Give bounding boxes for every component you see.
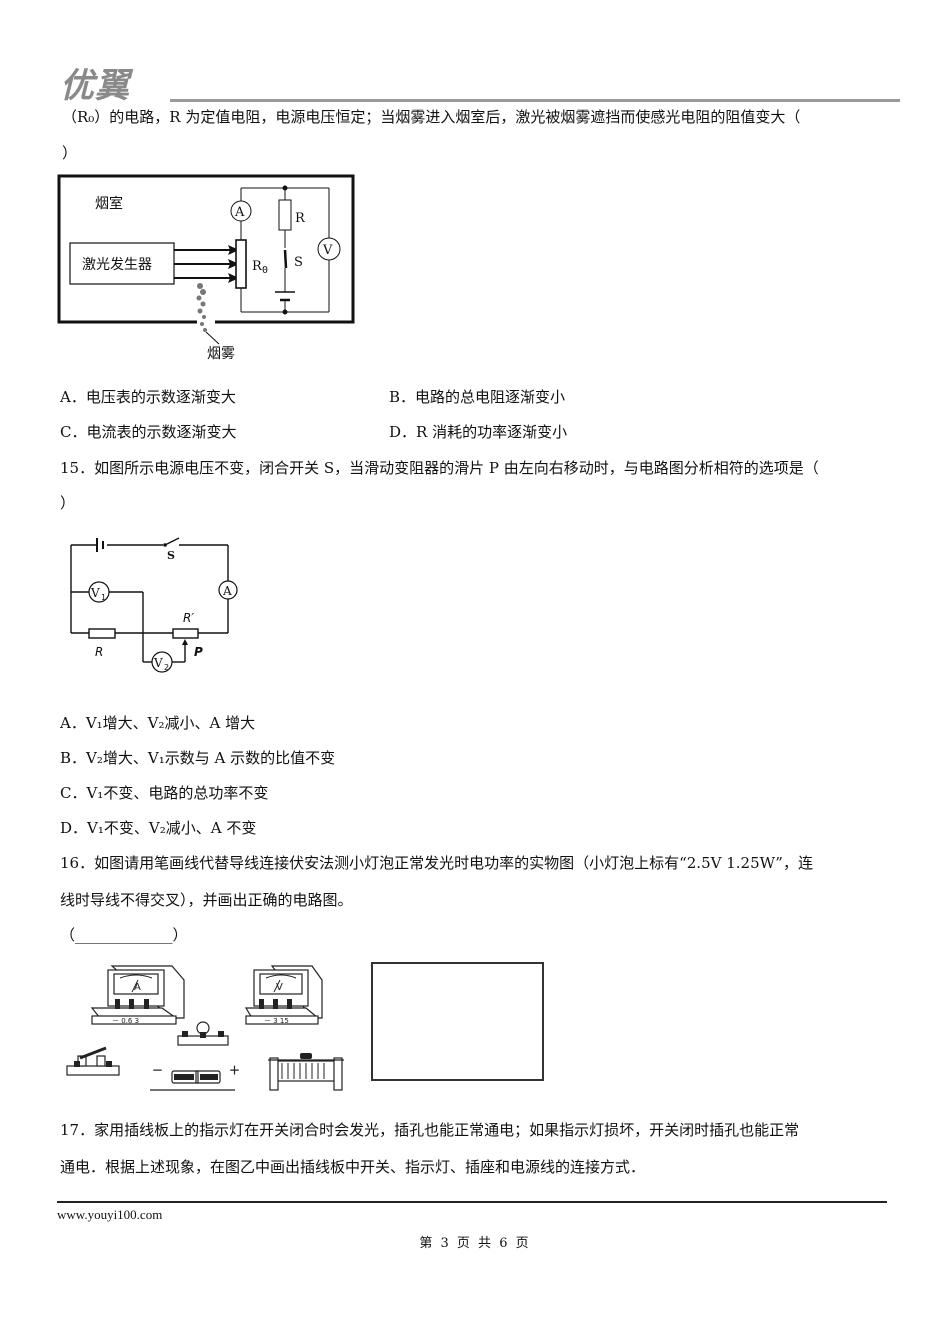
svg-text:R′: R′ (183, 611, 194, 625)
q16-answer-blank[interactable]: （_____________） (60, 926, 188, 944)
footer-website-link[interactable]: www.youyi100.com (57, 1207, 163, 1222)
svg-text:V: V (153, 656, 163, 670)
q17-stem-line1: 17．家用插线板上的指示灯在开关闭合时会发光，插孔也能正常通电；如果指示灯损坏，… (60, 1121, 800, 1139)
svg-text:A: A (222, 584, 232, 598)
page-number: 第 3 页 共 6 页 (419, 1236, 531, 1251)
svg-text:S: S (167, 549, 175, 562)
q14-stem-line2: ） (62, 144, 78, 162)
svg-text:R: R (95, 645, 103, 659)
svg-text:0: 0 (262, 265, 268, 276)
svg-text:激光发生器: 激光发生器 (82, 256, 152, 273)
brand-logo: 优翼 (60, 66, 190, 106)
svg-text:A: A (234, 205, 245, 220)
q14-option-b: B．电路的总电阻逐渐变小 (389, 388, 566, 406)
q16-stem-line1: 16．如图请用笔画线代替导线连接伏安法测小灯泡正常发光时电功率的实物图（小灯泡上… (60, 854, 813, 872)
svg-text:V: V (276, 982, 283, 993)
q15-option-a: A．V₁增大、V₂减小、A 增大 (60, 714, 256, 732)
q14-smoke-detector-circuit-figure: 烟室 激光发生器 烟雾 (57, 174, 357, 364)
svg-text:R: R (295, 211, 306, 226)
q15-stem-line2: ） (60, 494, 76, 512)
circuit-diagram-drawing-box[interactable] (371, 962, 544, 1081)
svg-text:2: 2 (164, 663, 169, 672)
voltmeter-scale: － 3 15 (264, 1017, 289, 1025)
svg-text:V: V (322, 243, 333, 258)
q17-stem-line2: 通电．根据上述现象，在图乙中画出插线板中开关、指示灯、插座和电源线的连接方式． (60, 1158, 646, 1176)
svg-text:P: P (194, 645, 203, 659)
q15-option-b: B．V₂增大、V₁示数与 A 示数的比值不变 (60, 749, 336, 767)
logo-text: 优翼 (60, 66, 130, 106)
svg-text:1: 1 (101, 593, 106, 602)
q15-option-d: D．V₁不变、V₂减小、A 不变 (60, 819, 257, 837)
svg-text:R: R (252, 259, 263, 274)
q14-option-c: C．电流表的示数逐渐变大 (60, 423, 237, 441)
svg-text:A: A (134, 982, 141, 993)
ammeter-scale: － 0.6 3 (112, 1017, 139, 1025)
header-divider (170, 99, 900, 102)
svg-text:S: S (294, 255, 303, 270)
q15-stem-line1: 15．如图所示电源电压不变，闭合开关 S，当滑动变阻器的滑片 P 由左向右移动时… (60, 459, 819, 477)
svg-text:V: V (90, 586, 100, 600)
svg-text:＋: ＋ (229, 1064, 240, 1077)
q16-apparatus-figure: A V － 0.6 3 － 3 15 － ＋ (60, 958, 360, 1098)
footer-divider (57, 1201, 887, 1203)
room-label: 烟室 (95, 195, 123, 212)
q15-rheostat-circuit-figure: S A V 1 R R′ P V 2 (65, 535, 245, 675)
q14-stem-line1: （R₀）的电路，R 为定值电阻，电源电压恒定；当烟雾进入烟室后，激光被烟雾遮挡而… (62, 108, 801, 126)
q14-option-d: D．R 消耗的功率逐渐变小 (389, 423, 568, 441)
svg-text:烟雾: 烟雾 (207, 346, 235, 362)
svg-text:－: － (152, 1064, 163, 1077)
q14-option-a: A．电压表的示数逐渐变大 (60, 388, 236, 406)
q16-stem-line2: 线时导线不得交叉），并画出正确的电路图。 (60, 891, 353, 909)
q15-option-c: C．V₁不变、电路的总功率不变 (60, 784, 269, 802)
